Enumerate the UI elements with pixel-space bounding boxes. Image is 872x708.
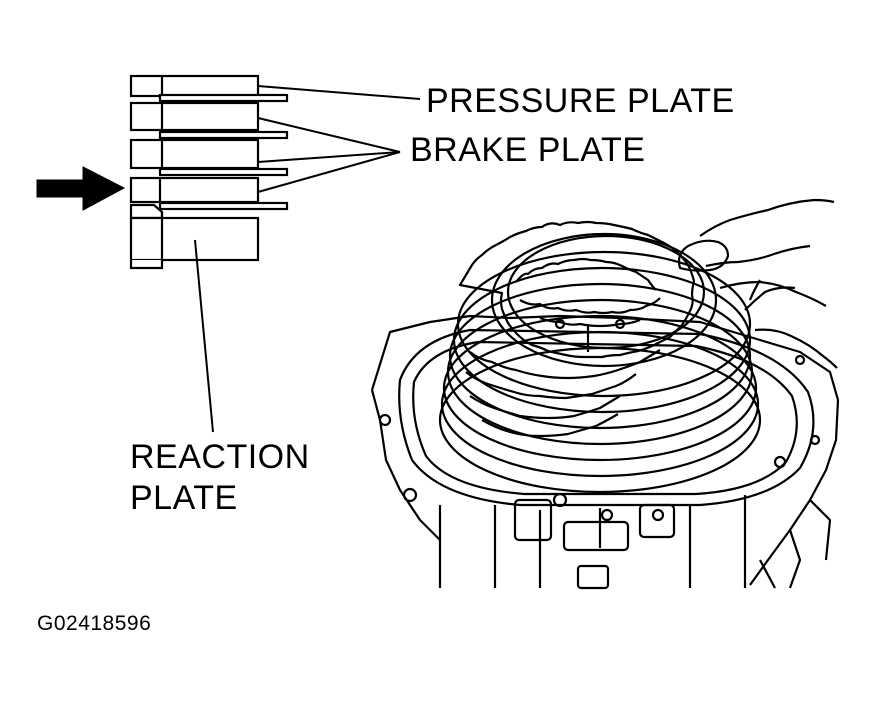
transmission-case-illustration	[370, 198, 840, 590]
reaction-plate-label-line2: PLATE	[130, 479, 238, 517]
reaction-plate-label: REACTION PLATE	[130, 437, 310, 519]
reaction-plate-label-line1: REACTION	[130, 438, 310, 476]
brake-plate-3-drawing	[129, 176, 289, 211]
pressure-plate-label: PRESSURE PLATE	[426, 82, 735, 120]
pressure-plate-leader	[257, 85, 421, 100]
plate-stack	[129, 74, 289, 270]
brake-plate-1-drawing	[129, 101, 289, 140]
pressure-plate-drawing	[129, 74, 289, 103]
brake-plate-leader-2	[257, 151, 401, 163]
brake-plate-leader-3	[257, 151, 401, 193]
brake-plate-2-drawing	[129, 138, 289, 177]
reaction-plate-drawing	[129, 203, 260, 270]
figure-id: G02418596	[37, 612, 152, 635]
reaction-plate-leader	[194, 239, 214, 433]
leader-lines	[194, 85, 421, 433]
brake-plate-label: BRAKE PLATE	[410, 131, 646, 169]
brake-plate-leader-1	[257, 117, 401, 153]
arrow-icon	[36, 166, 126, 211]
